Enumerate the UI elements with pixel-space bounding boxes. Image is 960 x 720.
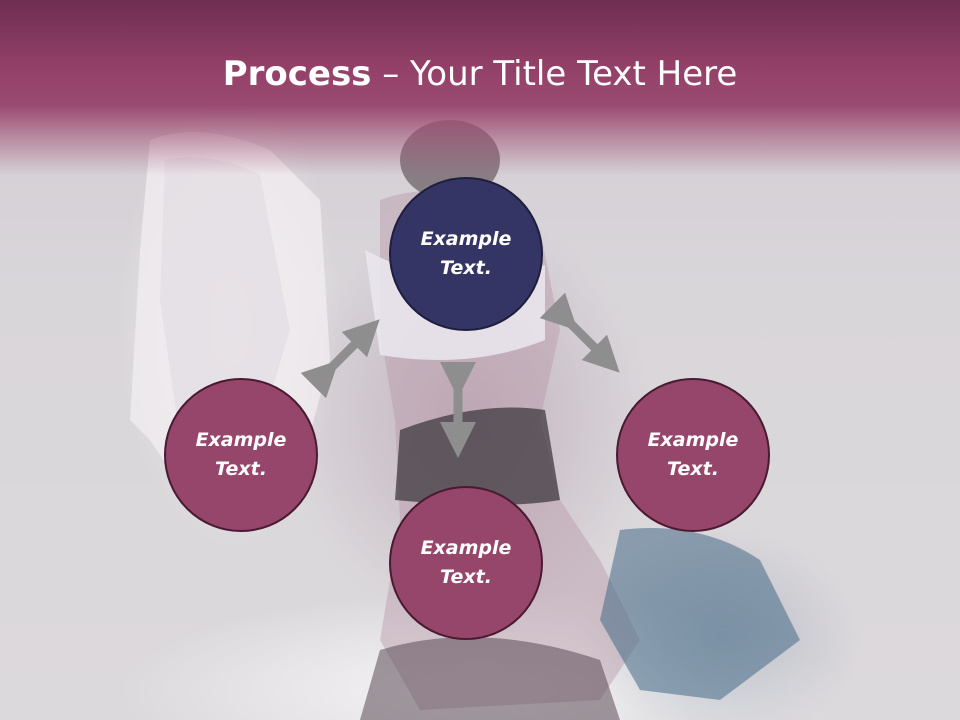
node-right-label: Example Text. (647, 429, 739, 480)
node-bottom-label: Example Text. (420, 537, 512, 588)
node-top[interactable]: Example Text. (389, 177, 543, 331)
title-rest: – Your Title Text Here (371, 54, 738, 94)
node-right[interactable]: Example Text. (616, 378, 770, 532)
arrow-top-right (539, 292, 620, 373)
node-top-label: Example Text. (420, 228, 512, 279)
node-left[interactable]: Example Text. (164, 378, 318, 532)
arrow-top-left (300, 319, 380, 399)
node-bottom[interactable]: Example Text. (389, 486, 543, 640)
slide-title[interactable]: Process – Your Title Text Here (0, 52, 960, 96)
node-left-label: Example Text. (195, 429, 287, 480)
title-bar (0, 0, 960, 175)
title-bold: Process (222, 54, 372, 94)
